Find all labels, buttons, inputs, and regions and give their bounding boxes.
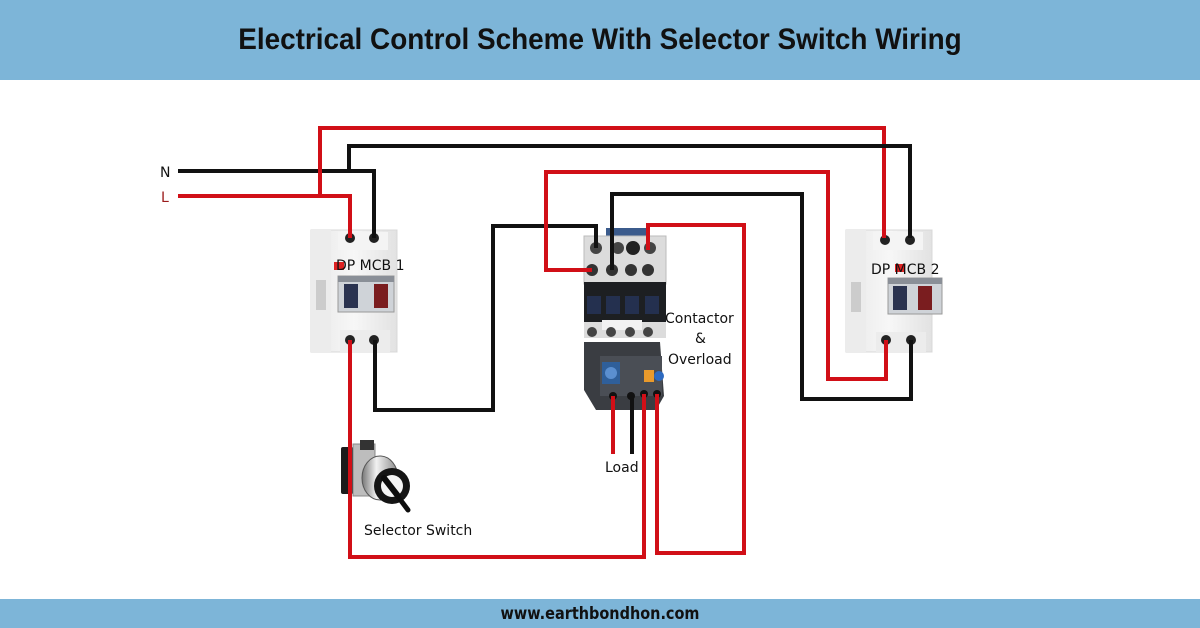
contactor-overload (583, 228, 667, 410)
wire-neutral-to-coil (373, 224, 598, 412)
wire-mcb2-neutral-to-contactor (610, 192, 913, 401)
wire-neutral-supply (178, 169, 376, 238)
wiring-diagram: N L DP MCB 1 DP MCB 2 Contactor & Overlo… (160, 126, 943, 559)
wire-live-to-selector (348, 340, 646, 559)
label-mcb2: DP MCB 2 (871, 262, 940, 278)
label-selector-switch: Selector Switch (364, 523, 472, 539)
label-overload: Overload (668, 352, 732, 368)
footer-banner: www.earthbondhon.com (0, 599, 1200, 628)
wire-live-to-mcb2 (318, 126, 886, 238)
mcb2-terminal-in-neutral (905, 235, 915, 245)
label-load: Load (605, 460, 639, 476)
contactor-terminal-3 (625, 264, 637, 276)
wire-overload-to-coil (646, 223, 746, 555)
label-line: L (161, 190, 169, 206)
website-url[interactable]: www.earthbondhon.com (500, 603, 700, 624)
label-mcb1: DP MCB 1 (336, 258, 405, 274)
wire-mcb2-live-to-contactor (544, 170, 888, 381)
label-contactor: Contactor (665, 311, 734, 327)
wire-live-supply (178, 194, 352, 238)
page-title: Electrical Control Scheme With Selector … (238, 23, 962, 56)
mcb2 (845, 229, 943, 353)
label-contactor-amp: & (695, 331, 706, 347)
contactor-terminal-4 (642, 264, 654, 276)
label-neutral: N (160, 165, 170, 181)
title-banner: Electrical Control Scheme With Selector … (0, 0, 1200, 80)
mcb1 (310, 229, 398, 353)
wire-neutral-to-mcb2 (347, 144, 912, 238)
